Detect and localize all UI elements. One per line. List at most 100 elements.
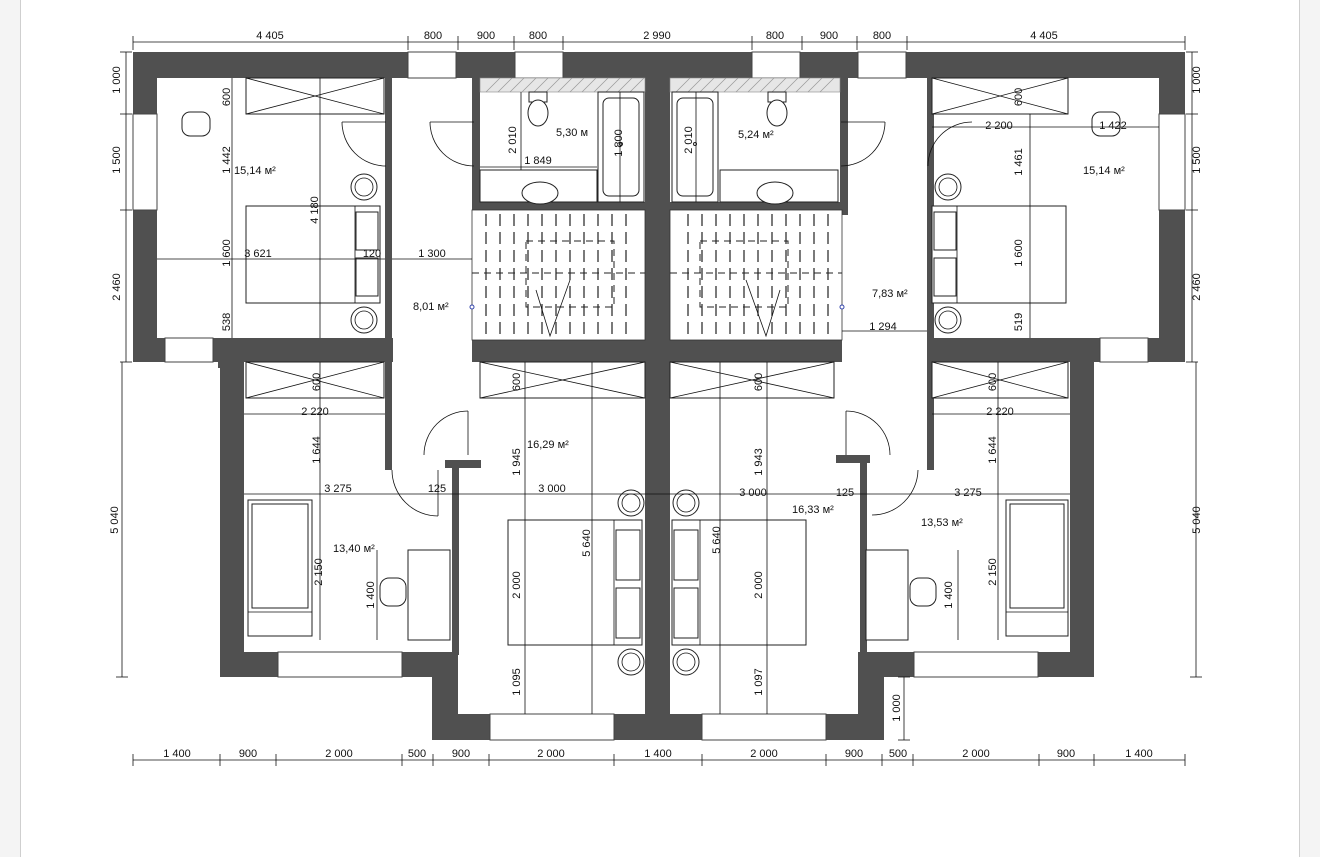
room-area-bathroom-right: 5,24 м² [738,129,774,141]
wardrobes [245,77,1069,399]
room-area-bathroom-left: 5,30 м [556,127,588,139]
dim-label: 3 275 [954,487,982,499]
dim-label: 900 [477,30,495,42]
bottom-dimension-labels: 1 400 900 2 000 500 900 2 000 1 400 2 00… [163,748,1153,760]
dim-label: 800 [766,30,784,42]
dim-label: 1 945 [511,448,523,476]
dim-label: 3 621 [244,248,272,260]
grip-marker [469,304,475,310]
dim-label: 900 [239,748,257,760]
dim-label: 600 [511,373,523,391]
dim-label: 519 [1013,313,1025,331]
dim-label: 5 640 [711,526,723,554]
furniture [181,111,1121,676]
outer-dimension-chains [116,36,1202,766]
dim-label: 120 [363,248,381,260]
dim-label: 3 000 [538,483,566,495]
dim-label: 1 000 [891,694,903,722]
dim-label: 1 400 [943,581,955,609]
dim-label: 2 460 [1191,273,1203,301]
dim-label: 2 000 [325,748,353,760]
dim-label: 1 400 [163,748,191,760]
dim-label: 1 095 [511,668,523,696]
dim-label: 1 600 [1013,239,1025,267]
dim-label: 1 400 [365,581,377,609]
dim-label: 4 405 [256,30,284,42]
dim-label: 538 [221,313,233,331]
dim-label: 1 294 [869,321,897,333]
room-area-bedroom-center-left: 16,29 м² [527,439,569,451]
dim-label: 800 [424,30,442,42]
dim-label: 600 [311,373,323,391]
staircases [471,209,843,341]
dim-label: 800 [529,30,547,42]
dim-label: 500 [408,748,426,760]
dim-label: 1 400 [644,748,672,760]
room-area-hall-right: 7,83 м² [872,288,908,300]
dim-label: 125 [428,483,446,495]
dim-label: 2 220 [301,406,329,418]
dim-label: 1 644 [987,436,999,464]
dim-label: 4 405 [1030,30,1058,42]
dim-label: 2 150 [313,558,325,586]
dim-label: 3 275 [324,483,352,495]
room-area-bedroom-center-right: 16,33 м² [792,504,834,516]
room-area-bedroom-top-right: 15,14 м² [1083,165,1125,177]
room-area-bedroom-top-left: 15,14 м² [234,165,276,177]
dim-label: 800 [873,30,891,42]
dim-label: 900 [1057,748,1075,760]
dim-label: 1 800 [613,129,625,157]
room-area-labels: 15,14 м² 5,30 м 8,01 м² 16,29 м² 13,40 м… [234,127,1125,555]
interior-dimension-lines [157,78,1159,714]
dim-label: 1 943 [753,448,765,476]
dim-label: 4 180 [309,196,321,224]
dim-label: 1 422 [1099,120,1127,132]
bath-fixtures [479,91,839,205]
dim-label: 2 460 [111,273,123,301]
dim-label: 2 000 [750,748,778,760]
dim-label: 900 [845,748,863,760]
dim-label: 1 097 [753,668,765,696]
bath-hatch [479,77,841,93]
dim-label: 600 [987,373,999,391]
dim-label: 2 000 [537,748,565,760]
dim-label: 2 000 [511,571,523,599]
dim-label: 1 400 [1125,748,1153,760]
dim-label: 900 [452,748,470,760]
dim-label: 1 442 [221,146,233,174]
dim-label: 1 849 [524,155,552,167]
room-area-hall-left: 8,01 м² [413,301,449,313]
room-area-bedroom-bottom-left: 13,40 м² [333,543,375,555]
dim-label: 500 [889,748,907,760]
dim-label: 600 [753,373,765,391]
dim-label: 1 600 [221,239,233,267]
dim-label: 1 461 [1013,148,1025,176]
doors [341,121,973,517]
dim-label: 1 500 [1191,146,1203,174]
dim-label: 3 000 [739,487,767,499]
dim-label: 900 [820,30,838,42]
interior-dimension-labels: 600 1 442 4 180 1 600 538 3 621 120 1 30… [221,88,1127,696]
dim-label: 2 000 [753,571,765,599]
dim-label: 1 500 [111,146,123,174]
dim-label: 2 150 [987,558,999,586]
room-area-bedroom-bottom-right: 13,53 м² [921,517,963,529]
top-dimension-labels: 4 405 800 900 800 2 990 800 900 800 4 40… [256,30,1058,42]
dim-label: 2 000 [962,748,990,760]
windows [132,51,1186,741]
dim-label: 5 040 [1191,506,1203,534]
dim-label: 2 220 [986,406,1014,418]
dim-label: 600 [221,88,233,106]
side-dimension-labels: 1 000 1 500 2 460 5 040 1 000 1 500 2 46… [109,66,1203,722]
dim-label: 5 040 [109,506,121,534]
dim-label: 5 640 [581,529,593,557]
dim-label: 1 000 [1191,66,1203,94]
dim-label: 2 990 [643,30,671,42]
dim-label: 2 010 [507,126,519,154]
dim-label: 1 300 [418,248,446,260]
dim-label: 1 644 [311,436,323,464]
dim-label: 2 200 [985,120,1013,132]
dim-label: 2 010 [683,126,695,154]
grip-marker [839,304,845,310]
